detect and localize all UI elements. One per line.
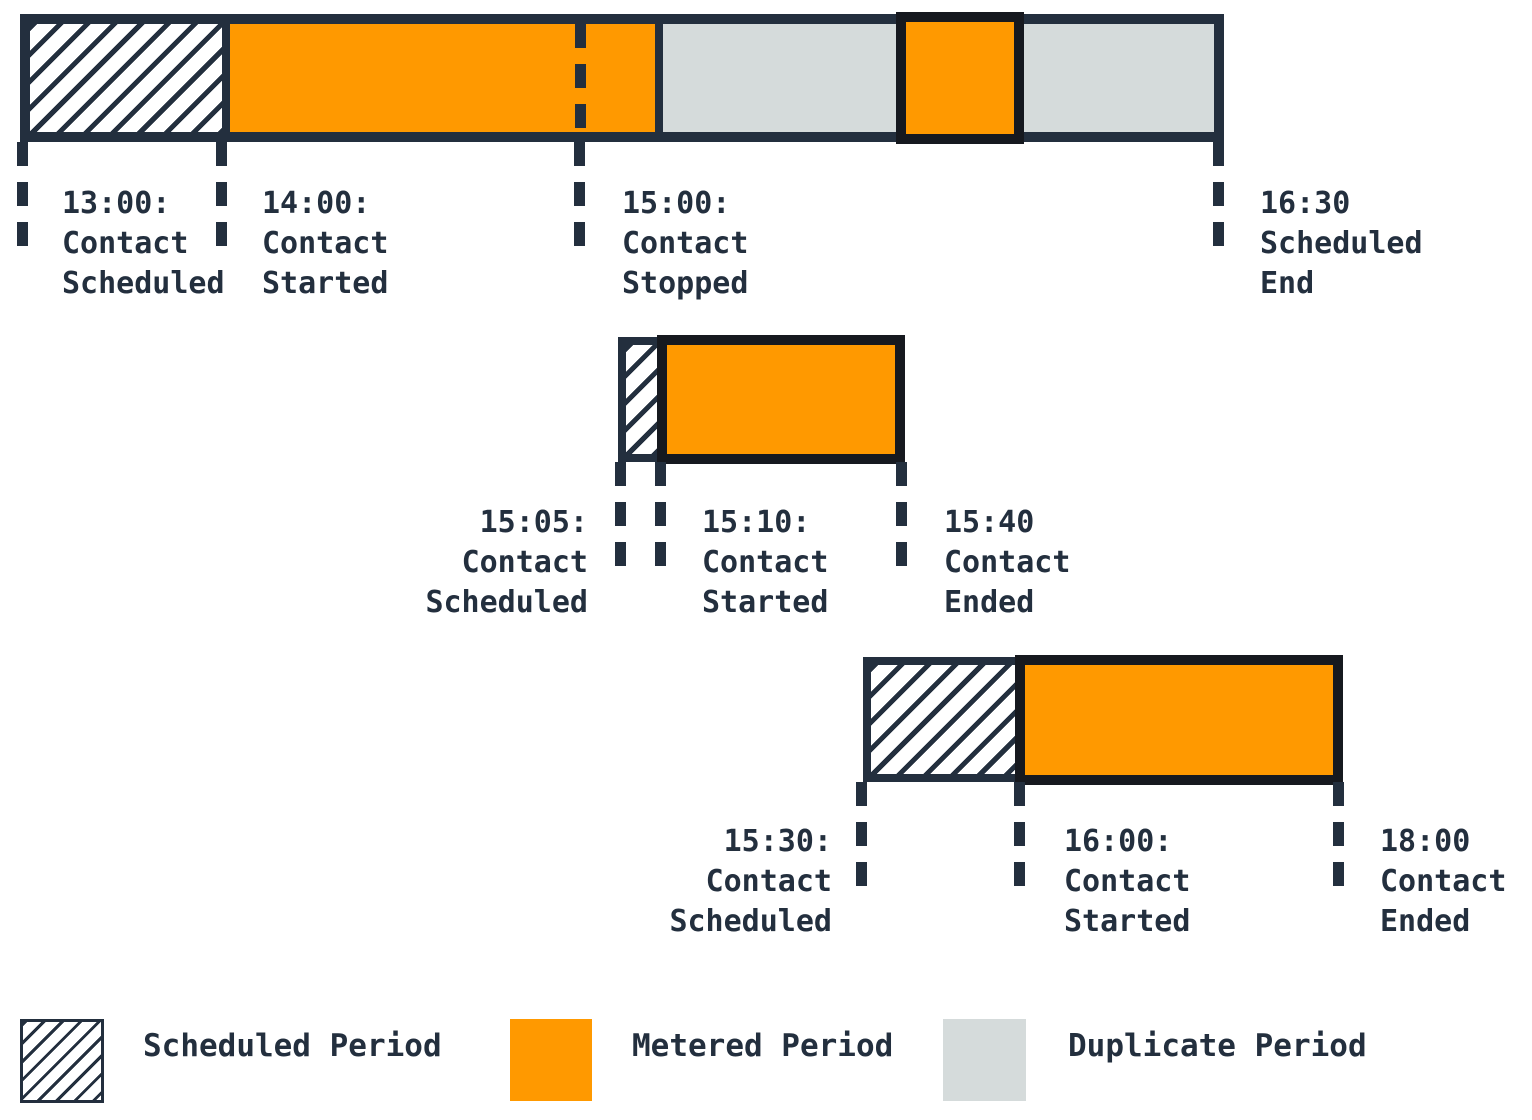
contact-3-metered-box (1015, 655, 1343, 785)
event-tick-15-30 (856, 782, 867, 886)
legend-label-duplicate: Duplicate Period (1068, 1028, 1367, 1064)
contact-stopped-dashed-line (575, 24, 586, 132)
metered-period-segment (230, 24, 655, 132)
legend-label-scheduled: Scheduled Period (143, 1028, 442, 1064)
event-tick-15-05 (615, 462, 626, 566)
legend: Scheduled Period Metered Period Duplicat… (0, 1010, 1532, 1120)
event-label-15-00: 15:00: Contact Stopped (622, 186, 749, 301)
event-tick-18-00 (1333, 782, 1344, 886)
segment-divider (222, 24, 230, 132)
event-tick-15-00 (574, 142, 585, 246)
legend-label-metered: Metered Period (632, 1028, 894, 1064)
event-tick-16-00 (1014, 782, 1025, 886)
duplicate-period-swatch (943, 1019, 1026, 1101)
event-tick-16-30 (1213, 142, 1224, 246)
event-tick-14-00 (216, 142, 227, 246)
contact-2-metered-box (657, 335, 905, 464)
scheduled-period-segment (30, 24, 222, 132)
duplicate-period-segment (663, 24, 896, 132)
event-label-18-00: 18:00 Contact Ended (1380, 824, 1507, 939)
event-label-15-05: 15:05: Contact Scheduled (425, 505, 588, 620)
segment-divider (655, 24, 663, 132)
contact-1-bar (20, 12, 1224, 144)
event-tick-15-40 (896, 462, 907, 566)
event-label-15-10: 15:10: Contact Started (702, 505, 829, 620)
metered-period-swatch (510, 1019, 592, 1101)
contact-3-scheduled-box (863, 657, 1023, 782)
event-label-14-00: 14:00: Contact Started (262, 186, 389, 301)
metered-period-highlight (896, 12, 1024, 144)
event-label-16-30: 16:30 Scheduled End (1260, 186, 1423, 301)
event-label-16-00: 16:00: Contact Started (1064, 824, 1191, 939)
event-tick-13-00 (17, 142, 28, 246)
event-label-15-40: 15:40 Contact Ended (944, 505, 1071, 620)
event-tick-15-10 (655, 462, 666, 566)
event-label-13-00: 13:00: Contact Scheduled (62, 186, 225, 301)
duplicate-period-segment (1024, 24, 1214, 132)
event-label-15-30: 15:30: Contact Scheduled (669, 824, 832, 939)
scheduled-period-swatch (20, 1019, 104, 1103)
